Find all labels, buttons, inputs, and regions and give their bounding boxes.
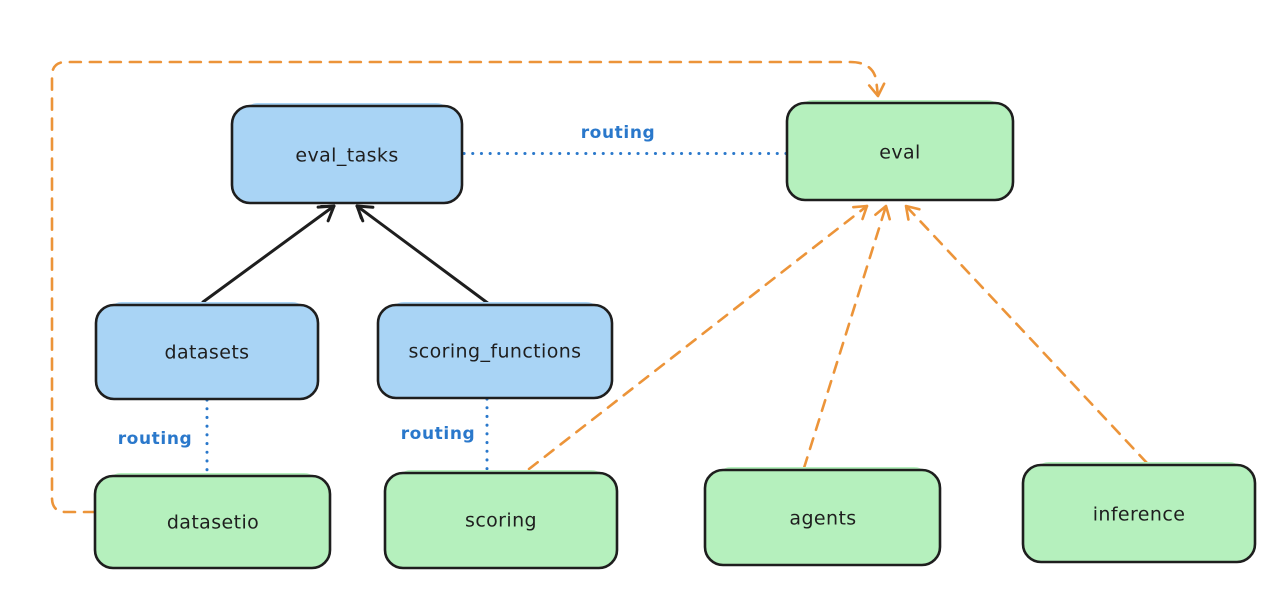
node-scoring-functions: scoring_functions <box>376 302 614 400</box>
node-datasets-label: datasets <box>165 342 250 364</box>
node-scoring: scoring <box>383 470 619 570</box>
node-scoring-box <box>383 471 619 570</box>
node-eval-tasks: eval_tasks <box>230 103 464 205</box>
node-scoring-functions-label: scoring_functions <box>409 341 582 363</box>
edge-datasetio-to-eval <box>50 60 886 514</box>
edge-scoring-functions-to-eval-tasks <box>355 204 491 306</box>
nodes-layer: eval_tasks eval datasets scoring_functio… <box>93 100 1257 570</box>
routing-label-scoring: routing <box>401 424 476 444</box>
node-eval-tasks-label: eval_tasks <box>295 145 398 167</box>
node-datasetio-label: datasetio <box>167 512 259 534</box>
edge-scoring-to-eval <box>527 204 869 471</box>
node-datasetio: datasetio <box>93 473 332 570</box>
edge-agents-to-eval <box>802 204 892 470</box>
node-datasets: datasets <box>94 302 320 401</box>
edge-datasets-to-eval-tasks <box>201 204 336 304</box>
node-agents-label: agents <box>789 508 856 530</box>
node-inference: inference <box>1021 462 1257 564</box>
node-eval-box <box>785 101 1015 202</box>
node-agents: agents <box>703 467 942 567</box>
node-scoring-label: scoring <box>465 510 537 532</box>
node-scoring-functions-box <box>376 303 614 400</box>
routing-label-datasets: routing <box>118 429 193 449</box>
node-eval: eval <box>785 100 1015 202</box>
node-eval-label: eval <box>879 142 920 164</box>
node-inference-label: inference <box>1093 504 1186 526</box>
node-datasetio-box <box>93 474 332 570</box>
node-datasets-box <box>94 303 320 401</box>
node-eval-tasks-box <box>230 104 464 205</box>
node-agents-box <box>703 468 942 567</box>
edges-layer: routing routing routing <box>50 60 1149 514</box>
edge-inference-to-eval <box>904 204 1149 465</box>
node-inference-box <box>1021 463 1257 564</box>
routing-label-top: routing <box>581 123 656 143</box>
